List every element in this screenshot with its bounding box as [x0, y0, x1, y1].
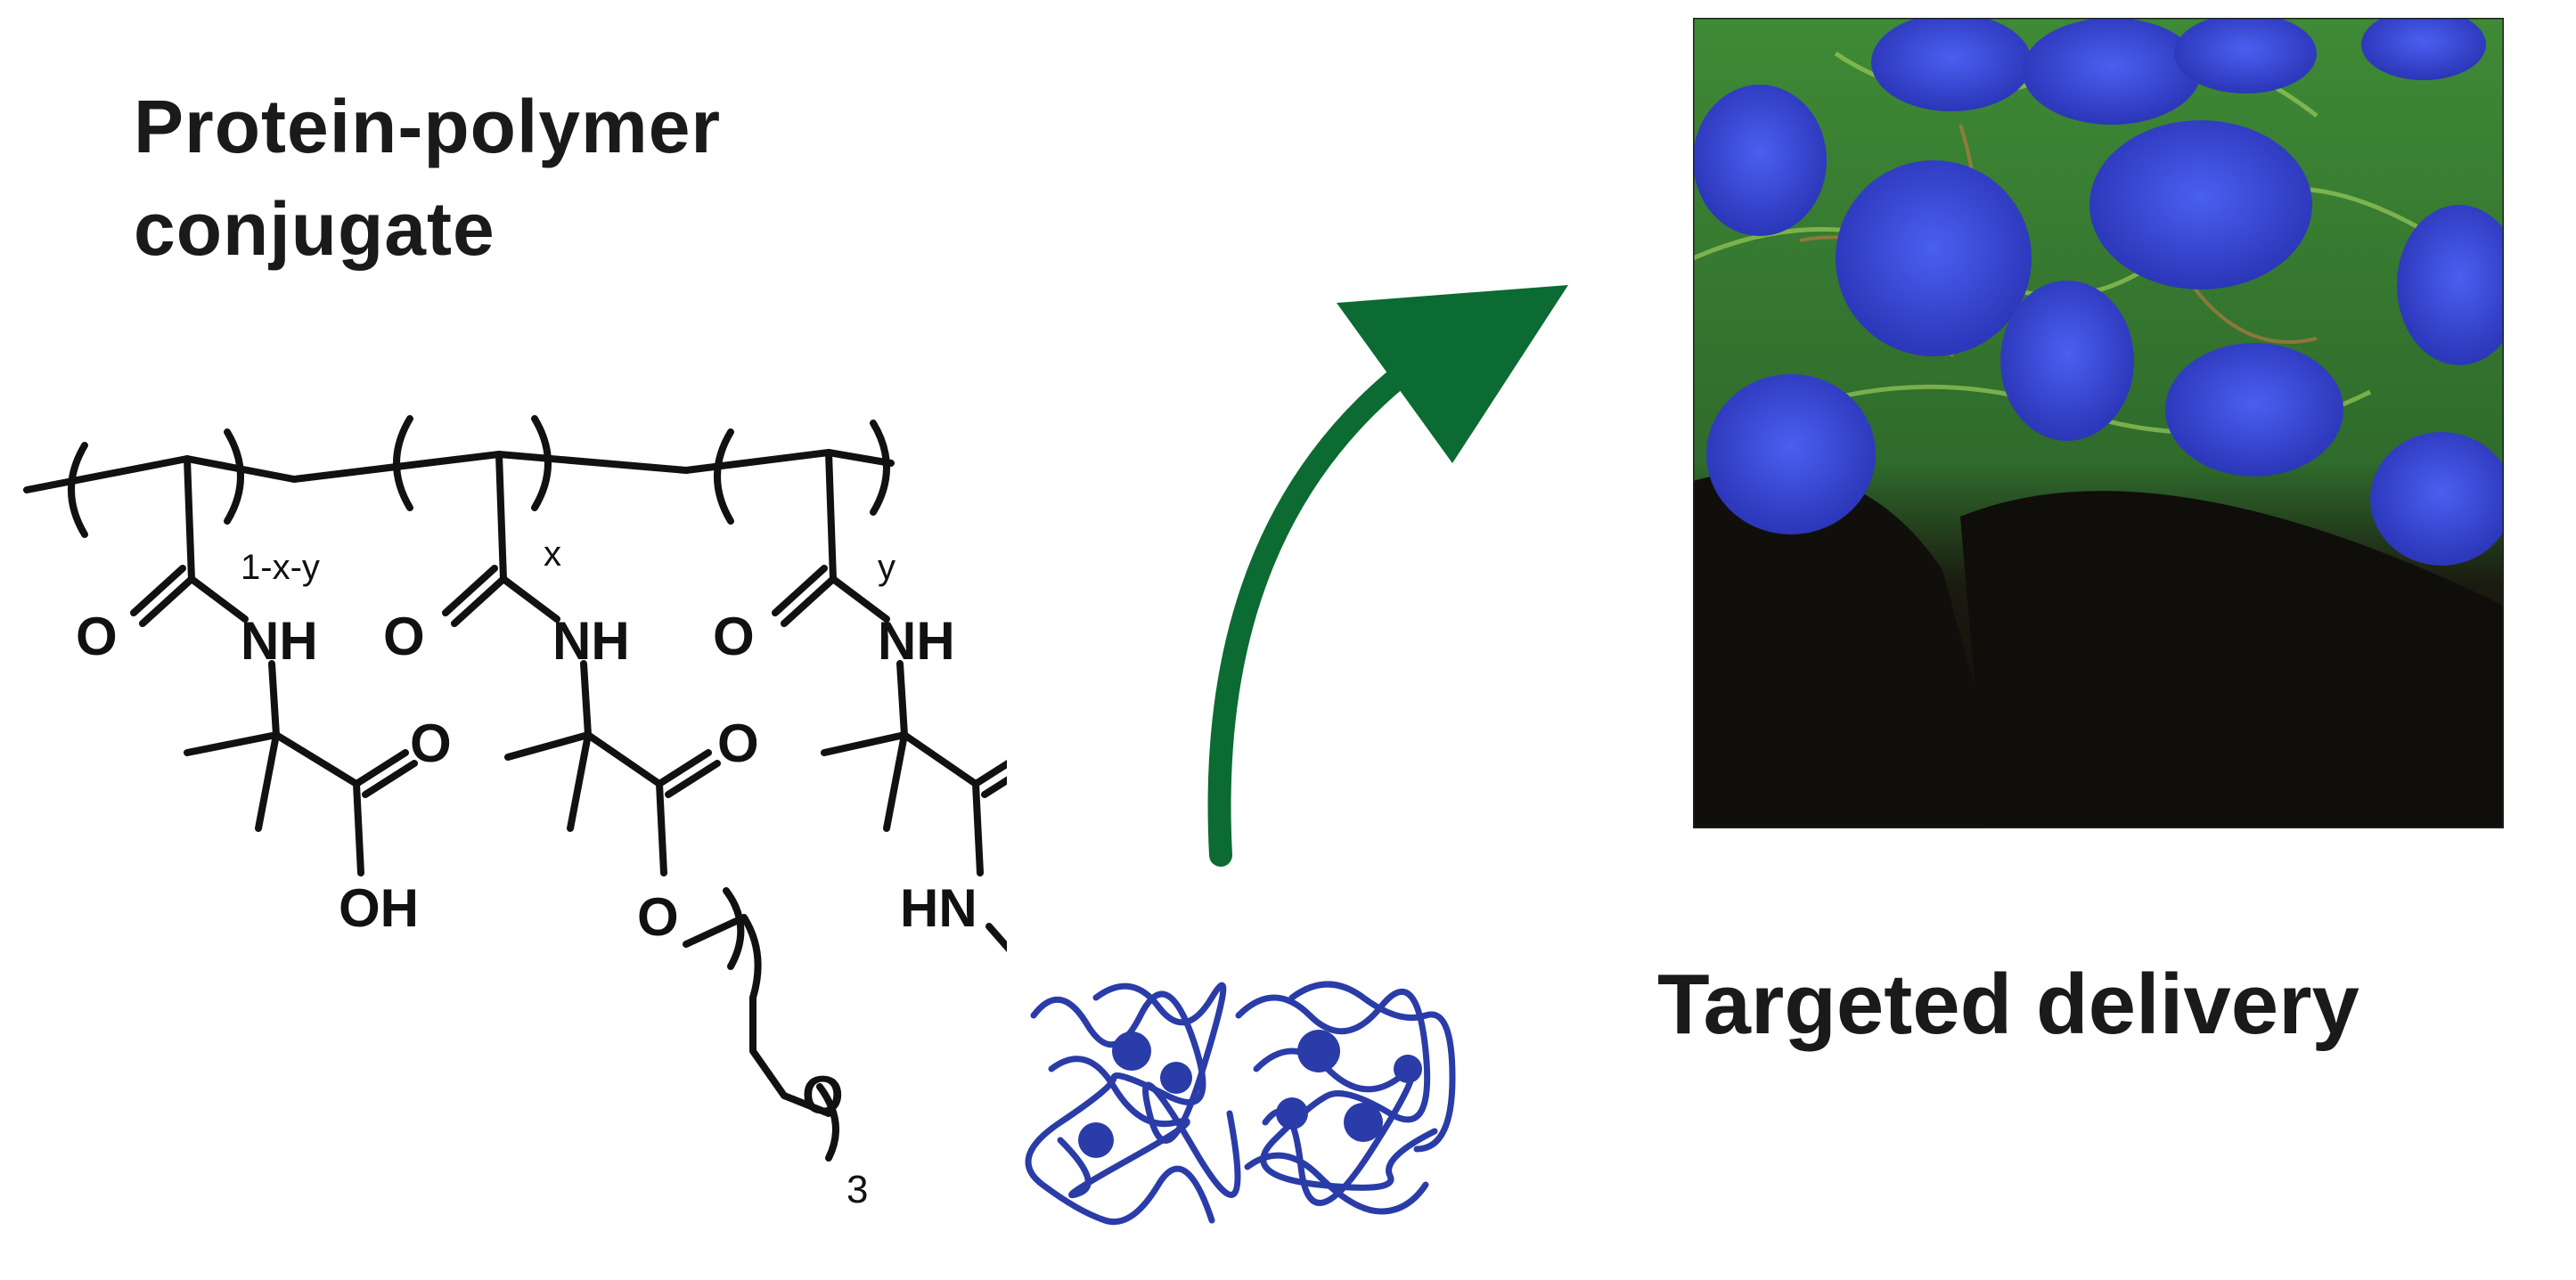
unit3-me — [821, 731, 979, 832]
unit1-nc — [268, 660, 280, 738]
unit2-sidechain — [495, 451, 507, 583]
unit1-nh: NH — [241, 611, 318, 671]
unit1-carbonyl — [130, 565, 195, 627]
bracket-3-left — [714, 428, 734, 525]
subscript-1xy: 1-x-y — [241, 548, 320, 587]
subscript-y: y — [878, 548, 895, 587]
unit2-peg-bracket — [723, 887, 839, 1162]
bracket-2-left — [393, 415, 413, 511]
unit1-o: O — [76, 607, 118, 666]
unit3-cn — [830, 575, 890, 623]
unit1-sidechain — [184, 455, 195, 583]
unit3-hn: HN — [900, 878, 977, 938]
unit2-me — [504, 731, 663, 832]
unit3-amide — [972, 759, 1007, 876]
unit2-peg — [683, 914, 832, 1117]
unit1-me — [184, 731, 360, 832]
unit3-sidechain — [825, 449, 837, 583]
unit2-ester-o: O — [717, 713, 759, 773]
unit3-carbonyl — [772, 565, 837, 627]
bracket-1-right — [224, 428, 244, 525]
unit3-nh: NH — [878, 611, 955, 671]
unit3-nlink — [985, 923, 1007, 952]
title-line-2: conjugate — [134, 187, 495, 271]
unit2-nc — [580, 660, 592, 738]
microscopy-image — [1693, 18, 2504, 828]
unit2-peg-o: O — [802, 1065, 844, 1125]
polymer-structure: 1-x-y x y O NH O OH O NH O O O 3 O NH O … — [23, 415, 1007, 1211]
backbone — [23, 449, 895, 493]
unit2-cn — [500, 575, 560, 623]
unit1-oh: OH — [339, 878, 419, 938]
unit1-cn — [188, 575, 249, 623]
unit1-acid — [353, 749, 418, 876]
protein-image — [1025, 981, 1456, 1226]
title-line-1: Protein-polymer — [134, 85, 722, 168]
unit1-acid-o: O — [410, 713, 452, 773]
subscript-x: x — [544, 534, 561, 574]
bracket-2-right — [531, 415, 552, 511]
unit3-nc — [896, 660, 908, 738]
unit3-o: O — [713, 607, 755, 666]
bracket-3-right — [870, 420, 890, 516]
unit2-ester — [656, 749, 721, 876]
unit2-ester-link: O — [637, 887, 679, 947]
unit2-o: O — [383, 607, 425, 666]
repeat-3: 3 — [846, 1168, 868, 1211]
arrow-icon — [1207, 285, 1568, 867]
unit2-nh: NH — [552, 611, 630, 671]
delivery-label: Targeted delivery — [1657, 957, 2359, 1052]
bracket-1-left — [68, 442, 88, 538]
unit2-carbonyl — [442, 565, 507, 627]
